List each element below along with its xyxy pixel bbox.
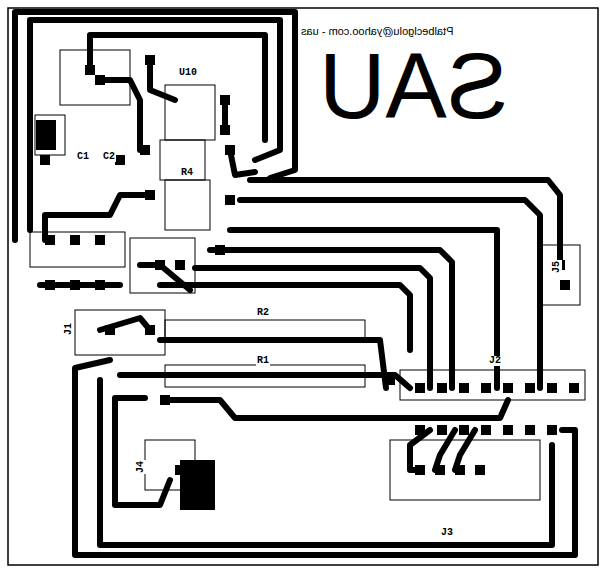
copper-trace <box>115 398 170 505</box>
pad <box>220 95 230 105</box>
pad <box>85 65 95 75</box>
part-name: J2 <box>488 356 502 366</box>
pad <box>105 325 115 335</box>
copper-trace <box>100 80 140 150</box>
pad <box>225 145 235 155</box>
pad <box>569 383 579 393</box>
part-name: J4 <box>136 460 146 474</box>
part-name: J3 <box>440 528 454 538</box>
pad <box>115 155 125 165</box>
part-name: R1 <box>256 356 270 366</box>
pad <box>475 465 485 475</box>
pad <box>175 260 185 270</box>
pad <box>437 383 447 393</box>
ground-pad <box>180 460 215 510</box>
board-outline <box>8 8 598 565</box>
pad <box>525 425 535 435</box>
pad <box>70 280 80 290</box>
part-name: C2 <box>102 152 116 162</box>
pad <box>155 260 165 270</box>
copper-trace <box>435 430 455 470</box>
copper-trace <box>15 12 295 240</box>
pad <box>415 383 425 393</box>
copper-trace <box>120 375 410 388</box>
pad <box>215 245 225 255</box>
pad <box>459 383 469 393</box>
pad <box>95 75 105 85</box>
pad <box>45 235 55 245</box>
pad <box>95 235 105 245</box>
pad <box>220 125 230 135</box>
pad <box>547 425 557 435</box>
pad <box>140 145 150 155</box>
part-name: C1 <box>76 152 90 162</box>
pad <box>503 383 513 393</box>
part-name: J1 <box>64 322 74 336</box>
pad <box>145 55 155 65</box>
pad <box>481 425 491 435</box>
pad <box>525 383 535 393</box>
pad <box>385 375 395 385</box>
copper-trace <box>410 430 430 470</box>
part-name: U10 <box>178 68 198 78</box>
pad <box>145 190 155 200</box>
copper-trace <box>45 195 150 240</box>
copper-trace <box>230 230 497 388</box>
pad <box>455 465 465 475</box>
copper-traces <box>15 12 575 555</box>
part-name: R2 <box>256 308 270 318</box>
silkscreen-note: Ptalbeclgolu@yahoo.com - uas <box>300 26 454 37</box>
copper-trace <box>455 430 475 470</box>
pad <box>459 425 469 435</box>
pad <box>45 280 55 290</box>
pad <box>560 280 570 290</box>
pad <box>435 465 445 475</box>
pad <box>437 425 447 435</box>
part-name: J5 <box>552 260 562 274</box>
pad <box>415 465 425 475</box>
pad <box>95 280 105 290</box>
capacitor-pad <box>36 120 56 150</box>
silkscreen-logo: SAU <box>318 40 509 132</box>
copper-trace <box>100 380 552 545</box>
copper-trace <box>165 400 508 418</box>
pad <box>547 383 557 393</box>
copper-trace <box>150 60 175 100</box>
pad <box>145 325 155 335</box>
pad <box>160 395 170 405</box>
pad <box>225 195 235 205</box>
pad <box>503 425 513 435</box>
copper-trace <box>160 340 386 388</box>
pad <box>481 383 491 393</box>
pad <box>70 235 80 245</box>
pad <box>415 425 425 435</box>
copper-trace <box>75 360 575 555</box>
part-name: R4 <box>180 168 194 178</box>
copper-trace <box>90 35 265 140</box>
pad <box>40 155 50 165</box>
